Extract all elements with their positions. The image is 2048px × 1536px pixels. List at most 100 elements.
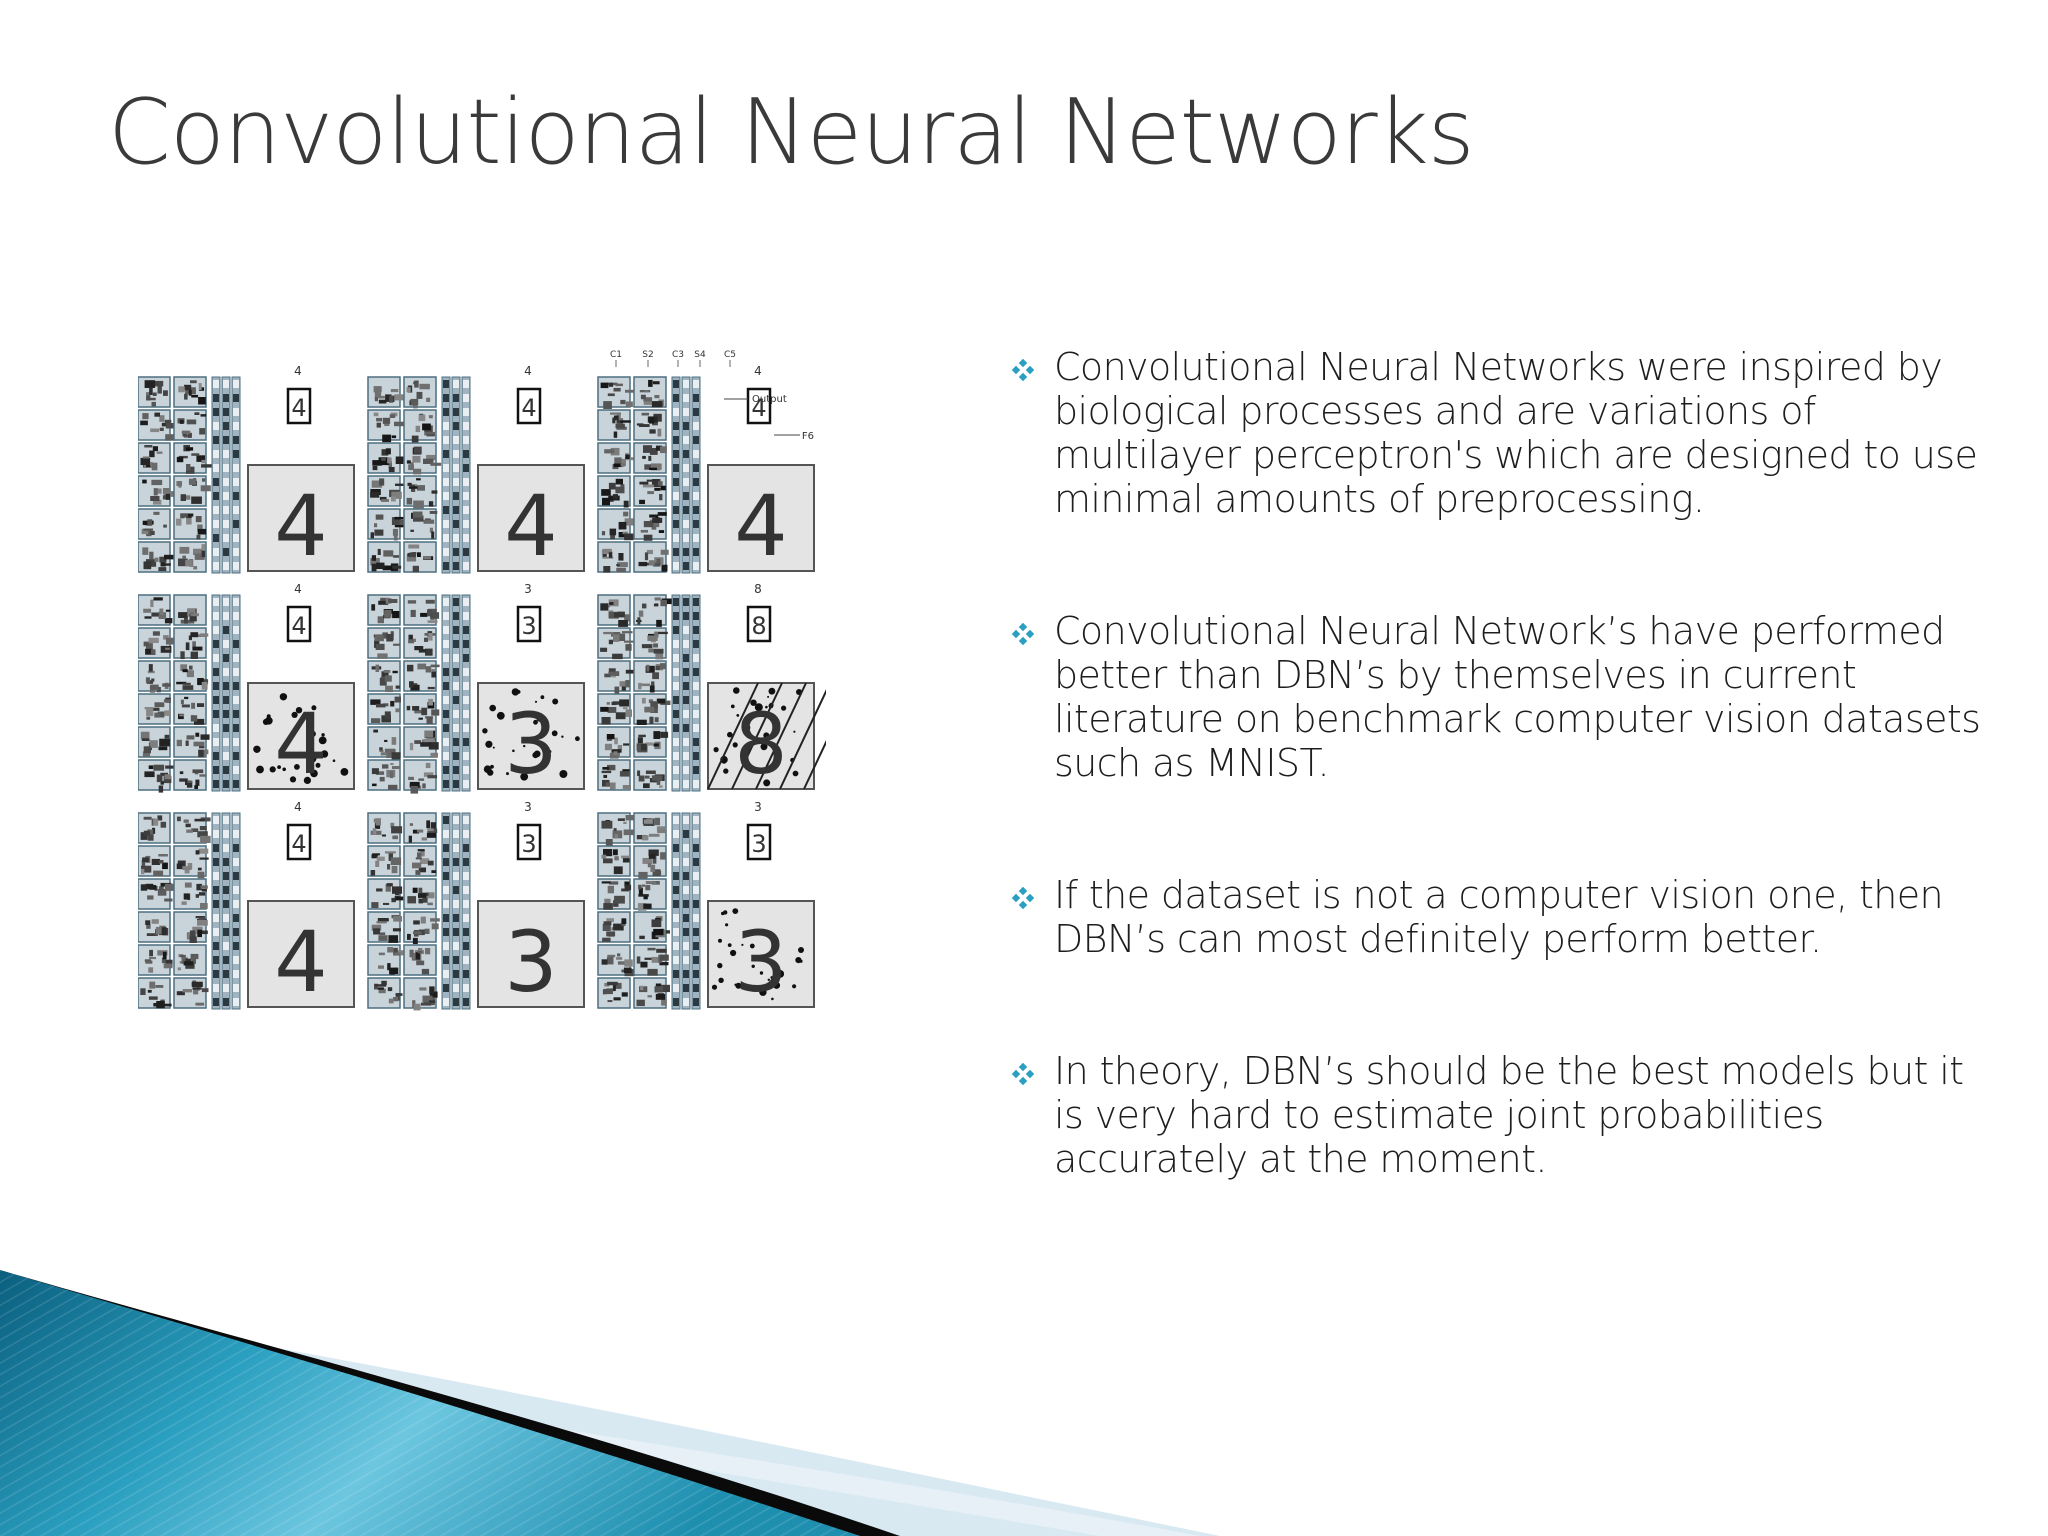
feature-texture bbox=[639, 935, 645, 939]
layer-unit bbox=[213, 436, 219, 444]
feature-texture bbox=[409, 823, 413, 826]
feature-texture bbox=[389, 771, 394, 779]
feature-texture bbox=[180, 494, 186, 501]
layer-strip bbox=[441, 812, 451, 1010]
feature-texture bbox=[144, 707, 154, 710]
feature-texture bbox=[426, 832, 437, 838]
feature-texture bbox=[427, 620, 438, 623]
feature-texture bbox=[424, 948, 431, 955]
feature-texture bbox=[161, 957, 167, 964]
feature-texture bbox=[611, 674, 616, 678]
feature-texture bbox=[613, 415, 619, 421]
noise-dot bbox=[551, 730, 558, 737]
layer-unit bbox=[463, 408, 469, 416]
feature-texture bbox=[654, 395, 660, 399]
feature-texture bbox=[162, 683, 171, 687]
feature-texture bbox=[415, 952, 420, 960]
layer-unit bbox=[693, 858, 699, 866]
noise-dot bbox=[765, 705, 768, 709]
feature-texture bbox=[648, 455, 652, 461]
feature-texture bbox=[607, 1000, 613, 1003]
feature-texture bbox=[429, 511, 438, 514]
feature-texture bbox=[381, 499, 389, 502]
feature-texture bbox=[181, 957, 188, 964]
noise-dot bbox=[511, 688, 520, 696]
feature-texture bbox=[186, 735, 195, 740]
feature-texture bbox=[185, 962, 195, 969]
layer-unit bbox=[443, 626, 449, 634]
noise-dot bbox=[315, 762, 321, 768]
noise-dot bbox=[295, 707, 303, 714]
feature-texture bbox=[657, 512, 667, 516]
noise-dot bbox=[727, 731, 733, 738]
feature-texture bbox=[648, 379, 653, 387]
feature-texture bbox=[375, 664, 380, 672]
layer-unit bbox=[683, 506, 689, 514]
input-digit: 8 bbox=[734, 695, 787, 793]
feature-texture bbox=[616, 414, 621, 421]
feature-texture bbox=[388, 935, 398, 943]
feature-texture bbox=[140, 988, 146, 995]
feature-texture bbox=[647, 947, 656, 951]
feature-texture bbox=[178, 386, 185, 393]
feature-texture bbox=[185, 823, 191, 828]
feature-texture bbox=[612, 653, 623, 660]
feature-texture bbox=[621, 992, 628, 997]
feature-texture bbox=[201, 930, 208, 935]
feature-texture bbox=[201, 459, 207, 464]
feature-texture bbox=[177, 967, 181, 971]
layer-unit bbox=[223, 942, 229, 950]
feature-texture bbox=[412, 706, 420, 711]
feature-texture bbox=[610, 412, 621, 415]
feature-texture bbox=[148, 996, 158, 1000]
feature-texture bbox=[153, 818, 159, 826]
layer-unit bbox=[213, 970, 219, 978]
feature-texture bbox=[625, 815, 636, 821]
feature-texture bbox=[605, 782, 612, 787]
layer-strip bbox=[691, 376, 701, 574]
feature-texture bbox=[640, 961, 648, 968]
output-box bbox=[516, 823, 542, 861]
feature-texture bbox=[378, 935, 388, 941]
layer-unit bbox=[213, 640, 219, 648]
feature-texture bbox=[649, 514, 659, 518]
feature-texture bbox=[198, 749, 204, 758]
layer-unit bbox=[673, 984, 679, 992]
feature-texture bbox=[395, 708, 400, 713]
feature-texture bbox=[181, 704, 190, 708]
feature-texture bbox=[624, 614, 630, 622]
feature-texture bbox=[381, 671, 389, 678]
feature-texture bbox=[646, 664, 650, 672]
feature-texture bbox=[617, 961, 627, 965]
noise-dot bbox=[289, 776, 297, 783]
feature-texture bbox=[625, 454, 630, 459]
feature-texture bbox=[423, 772, 434, 777]
layer-unit bbox=[683, 858, 689, 866]
feature-texture bbox=[147, 895, 154, 900]
layer-unit bbox=[233, 682, 239, 690]
noise-dot bbox=[768, 687, 776, 695]
feature-texture bbox=[408, 634, 413, 642]
layer-unit bbox=[463, 984, 469, 992]
feature-texture bbox=[614, 895, 625, 904]
noise-dot bbox=[795, 957, 802, 964]
feature-texture bbox=[431, 709, 440, 716]
feature-texture bbox=[197, 524, 203, 532]
bullet-item: In theory, DBN’s should be the best mode… bbox=[1012, 1049, 2002, 1181]
feature-texture bbox=[642, 484, 654, 488]
feature-texture bbox=[145, 648, 153, 655]
layer-unit bbox=[213, 872, 219, 880]
input-image bbox=[247, 464, 355, 572]
feature-texture bbox=[417, 849, 425, 852]
noise-dot bbox=[506, 772, 509, 776]
layer-unit bbox=[213, 942, 219, 950]
feature-texture bbox=[392, 835, 398, 840]
predicted-label: 4 bbox=[294, 582, 302, 596]
feature-texture bbox=[178, 612, 188, 618]
feature-texture bbox=[182, 555, 186, 559]
noise-dot bbox=[717, 962, 723, 969]
feature-texture bbox=[414, 646, 424, 651]
layer-unit bbox=[223, 640, 229, 648]
feature-texture bbox=[655, 666, 660, 670]
feature-texture bbox=[179, 771, 184, 775]
